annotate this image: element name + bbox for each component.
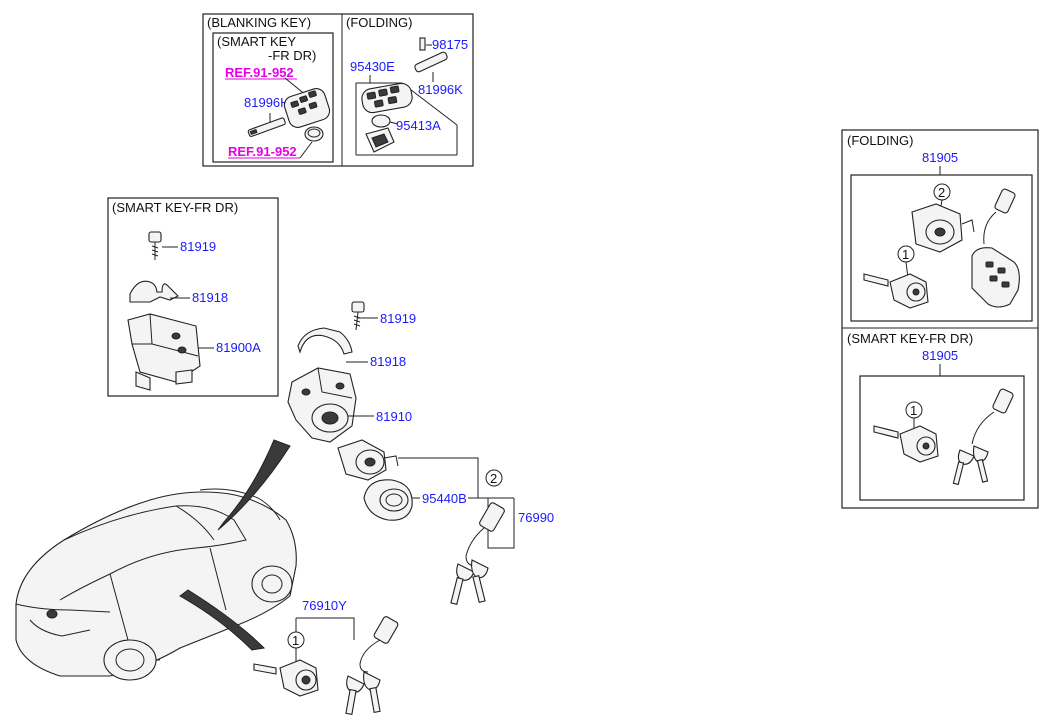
- immobilizer-ring-icon: [363, 479, 413, 521]
- smart-key-set-icon: [952, 388, 1014, 486]
- part-81905-folding[interactable]: 81905: [922, 150, 958, 165]
- part-81905-smart[interactable]: 81905: [922, 348, 958, 363]
- callout-1-bottom-label: 1: [292, 633, 299, 648]
- folding-label-right: (FOLDING): [847, 133, 913, 148]
- steering-lock-body-icon: [287, 367, 357, 443]
- part-81910[interactable]: 81910: [376, 409, 412, 424]
- bolt-icon: [148, 231, 162, 260]
- battery-icon: [371, 114, 391, 128]
- ignition-cylinder-icon: [337, 439, 399, 481]
- smart-key-label: (SMART KEY: [217, 34, 296, 49]
- smart-key-sub-frame: [212, 32, 334, 163]
- part-81919-center[interactable]: 81919: [380, 311, 416, 326]
- key-set-icon: [450, 502, 505, 606]
- door-cylinder-right-icon: [863, 273, 929, 309]
- callout-1-right-top-label: 1: [902, 247, 909, 262]
- replacement-sets-frame: [841, 129, 1039, 509]
- door-lock-cylinder-icon: [253, 659, 319, 697]
- pointer-arrow-upper: [217, 439, 291, 531]
- folding-fob-right-icon: [971, 188, 1020, 308]
- part-76990[interactable]: 76990: [518, 510, 554, 525]
- door-key-set-icon: [345, 616, 399, 715]
- clamp-bracket-icon: [129, 280, 179, 303]
- clamp-icon-center: [297, 327, 353, 355]
- pointer-arrow-lower: [179, 589, 266, 651]
- part-95413A[interactable]: 95413A: [396, 118, 441, 133]
- smart-key-fr-dr-label-left: (SMART KEY-FR DR): [112, 200, 238, 215]
- smart-key-lock-frame: [107, 197, 279, 397]
- callout-2-center-label: 2: [490, 471, 497, 486]
- folding-set-frame: [850, 174, 1033, 322]
- smart-key-lock-panel: (SMART KEY-FR DR) 81919 81918 81900A: [107, 197, 279, 397]
- part-76910Y[interactable]: 76910Y: [302, 598, 347, 613]
- key-options-panel: (BLANKING KEY) (SMART KEY -FR DR) REF.91…: [202, 13, 474, 167]
- smart-key-fr-dr-label-right: (SMART KEY-FR DR): [847, 331, 973, 346]
- key-blade-icon: [414, 37, 448, 73]
- smart-set-frame: [859, 375, 1025, 501]
- replacement-sets-panel: (FOLDING) 81905 2 1: [841, 129, 1039, 509]
- callout-1-right-bottom-label: 1: [910, 403, 917, 418]
- smart-key-label-2: -FR DR): [268, 48, 316, 63]
- reference-link-1[interactable]: REF.91-952: [225, 65, 294, 80]
- ignition-cylinder-right-icon: [911, 203, 975, 253]
- callout-2-right-label: 2: [938, 185, 945, 200]
- folding-label-top: (FOLDING): [346, 15, 412, 30]
- smart-key-fob-icon: [283, 88, 331, 128]
- blanking-key-label: (BLANKING KEY): [207, 15, 311, 30]
- key-options-frame: [202, 13, 474, 167]
- part-81918-center[interactable]: 81918: [370, 354, 406, 369]
- part-95440B[interactable]: 95440B: [422, 491, 467, 506]
- part-95430E[interactable]: 95430E: [350, 59, 395, 74]
- door-cylinder-smart-icon: [873, 425, 939, 463]
- bolt-icon-center: [351, 301, 365, 331]
- part-81919-left[interactable]: 81919: [180, 239, 216, 254]
- reference-link-2[interactable]: REF.91-952: [228, 144, 297, 159]
- coin-battery-icon: [304, 126, 324, 142]
- part-81996K[interactable]: 81996K: [418, 82, 463, 97]
- door-lock-set: 76910Y 1: [253, 598, 399, 715]
- part-98175[interactable]: 98175: [432, 37, 468, 52]
- ignition-assembly: 81919 81918 81910 95440B: [287, 301, 554, 606]
- part-81918-left[interactable]: 81918: [192, 290, 228, 305]
- fob-case-icon: [365, 127, 395, 153]
- blanking-key-icon: [247, 117, 286, 137]
- part-81996H[interactable]: 81996H: [244, 95, 290, 110]
- car-illustration: [15, 488, 297, 681]
- lock-housing-icon: [127, 313, 201, 391]
- part-81900A[interactable]: 81900A: [216, 340, 261, 355]
- folding-key-fob-icon: [361, 82, 413, 114]
- callout-2-center: [485, 469, 503, 487]
